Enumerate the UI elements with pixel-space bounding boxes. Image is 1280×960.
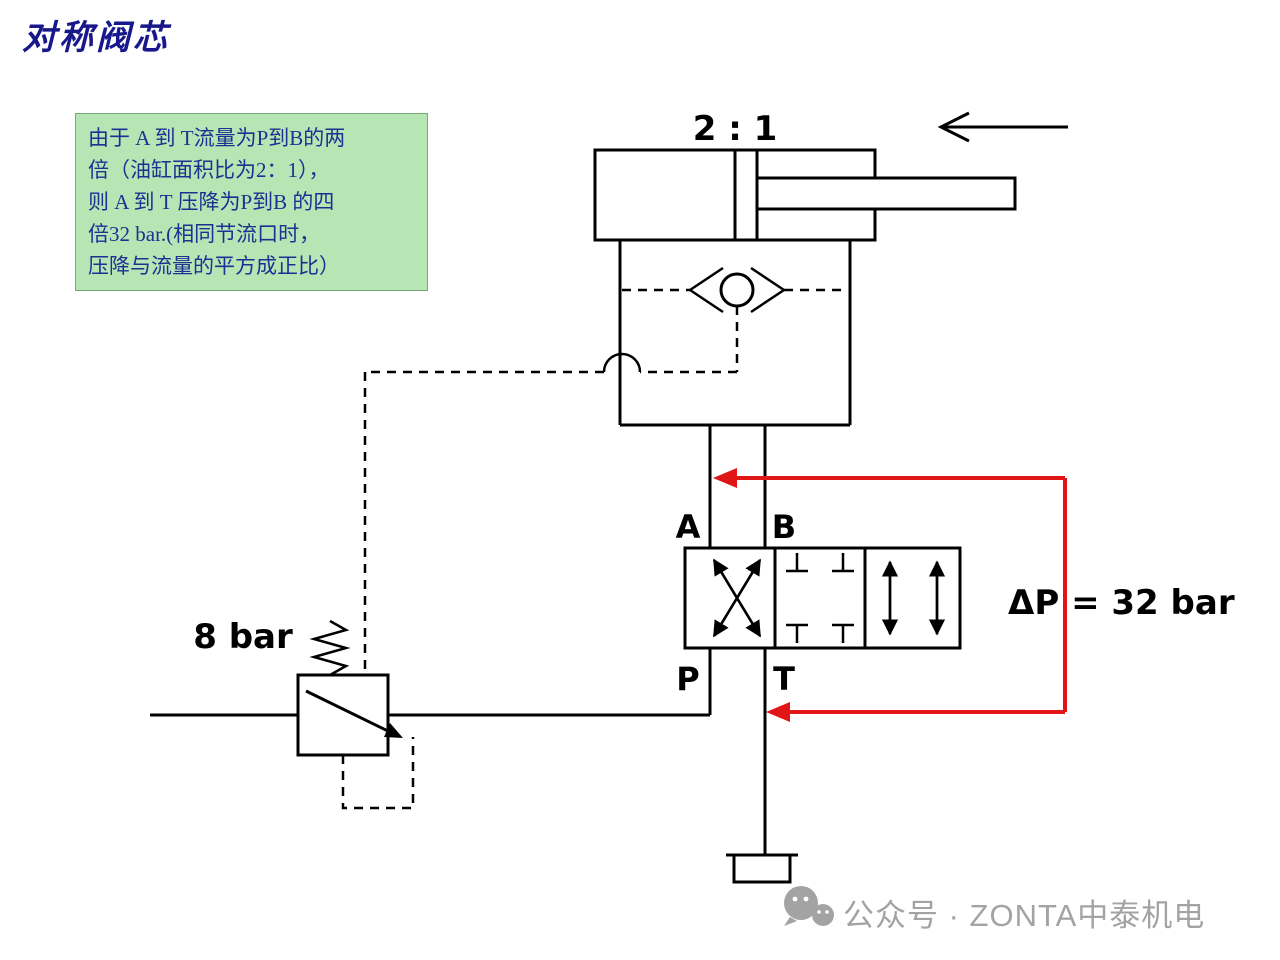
direction-arrow: [937, 111, 1068, 143]
wechat-icon: [784, 886, 834, 926]
page-title: 对称阀芯: [22, 20, 170, 57]
directional-valve: [683, 546, 962, 650]
note-line: 由于 A 到 T流量为P到B的两: [88, 126, 346, 150]
port-a-label: A: [676, 508, 701, 546]
flow-path-red: [713, 468, 1067, 722]
check-valve: [622, 266, 848, 314]
port-b-label: B: [772, 508, 796, 546]
note-line: 倍32 bar.(相同节流口时，: [88, 222, 321, 246]
note-line: 压降与流量的平方成正比）: [88, 254, 340, 278]
pilot-line: [363, 306, 739, 675]
note-line: 则 A 到 T 压降为P到B 的四: [88, 190, 335, 214]
port-t-label: T: [773, 660, 795, 698]
circuit-lines: [150, 240, 852, 855]
watermark-text: 公众号 · ZONTA中泰机电: [843, 898, 1206, 933]
pressure-drop-label: ΔP = 32 bar: [1008, 583, 1235, 623]
relief-setting-label: 8 bar: [193, 617, 293, 657]
port-p-label: P: [676, 660, 699, 698]
note-box: 由于 A 到 T流量为P到B的两 倍（油缸面积比为2：1）， 则 A 到 T 压…: [75, 113, 428, 291]
relief-valve: [296, 619, 415, 810]
cylinder: [593, 148, 1017, 242]
ratio-label: 2 : 1: [693, 109, 778, 149]
tank-symbol: [726, 853, 798, 884]
note-line: 倍（油缸面积比为2：1），: [88, 158, 330, 182]
